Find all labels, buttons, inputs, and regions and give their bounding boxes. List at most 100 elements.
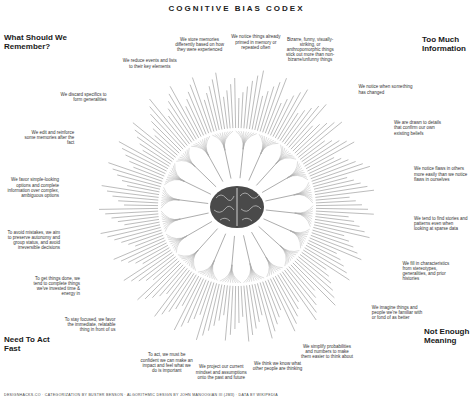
branch-line <box>266 210 295 213</box>
category-heading: Not Enough Meaning <box>424 328 470 346</box>
twig-line <box>178 250 198 256</box>
branch-line <box>225 150 231 178</box>
twig-line <box>185 151 195 166</box>
bias-entry-mark <box>252 285 259 322</box>
bias-entry-mark <box>105 211 158 214</box>
bias-entry-mark <box>278 275 299 309</box>
twig-line <box>178 159 195 167</box>
twig-line <box>294 194 313 203</box>
branch-line <box>244 235 251 263</box>
bias-entry-mark <box>219 285 225 321</box>
twig-line <box>280 246 289 263</box>
bias-entry-mark <box>192 78 211 133</box>
bias-entry-mark <box>314 225 370 238</box>
twig-line <box>212 260 215 279</box>
bias-entry-mark <box>99 208 158 209</box>
twig-line <box>266 257 270 276</box>
bias-entry-mark <box>315 190 374 197</box>
twig-line <box>161 200 179 209</box>
twig-line <box>295 206 313 214</box>
branch-line <box>252 232 267 257</box>
twig-line <box>295 211 313 213</box>
bias-entry-mark <box>307 158 334 172</box>
twig-line <box>180 250 199 257</box>
bias-entry-mark <box>153 259 177 280</box>
subcategory-label: We are drawn to details that confirm our… <box>393 120 449 136</box>
category-heading: Too Much Information <box>422 36 470 54</box>
subcategory-label: We imagine things and people we're famil… <box>371 305 427 321</box>
bias-entry-mark <box>263 82 280 132</box>
twig-line <box>243 132 251 149</box>
bias-entry-mark <box>249 285 256 329</box>
subcategory-label: We notice when something has changed <box>357 84 413 94</box>
subcategory-label: We store memories differently based on h… <box>172 37 228 53</box>
branch-line <box>259 226 281 245</box>
bias-entry-mark <box>313 166 370 184</box>
branch-line <box>185 182 211 195</box>
twig-line <box>206 137 209 156</box>
twig-line <box>276 155 293 164</box>
bias-entry-mark <box>112 214 159 218</box>
bias-entry-mark <box>238 286 240 323</box>
bias-entry-mark <box>224 97 228 129</box>
twig-line <box>232 265 241 283</box>
bias-entry-mark <box>285 270 317 312</box>
bias-entry-mark <box>188 92 206 134</box>
subcategory-label: We reduce events and lists to their key … <box>122 58 178 68</box>
subcategory-label: We fill in characteristics from stereoty… <box>401 261 457 282</box>
bias-entry-mark <box>118 201 158 203</box>
bias-entry-mark <box>168 116 189 144</box>
bias-entry-mark <box>241 92 243 128</box>
bias-entry-mark <box>316 204 362 206</box>
twig-line <box>166 234 187 238</box>
bias-entry-mark <box>316 197 350 200</box>
bias-entry-mark <box>315 186 367 194</box>
twig-line <box>276 146 283 164</box>
bias-entry-mark <box>216 73 225 129</box>
twig-line <box>276 158 296 164</box>
bias-entry-mark <box>255 284 262 315</box>
brain-shape <box>210 186 264 228</box>
bias-entry-mark <box>234 286 236 329</box>
subcategory-label: We notice flaws in others more easily th… <box>413 166 469 182</box>
branch-line <box>195 167 216 187</box>
bias-entry-mark <box>133 123 176 158</box>
twig-line <box>266 257 281 269</box>
bias-entry-mark <box>291 126 313 149</box>
twig-line <box>232 265 236 283</box>
bias-entry-mark <box>311 162 356 179</box>
bias-entry-mark <box>316 208 368 210</box>
bias-entry-mark <box>143 248 170 264</box>
subcategory-label: Bizarre, funny, visually-striking, or an… <box>282 37 338 63</box>
subcategory-label: We tend to find stories and patterns eve… <box>413 216 469 232</box>
twig-line <box>243 134 257 150</box>
bias-entry-mark <box>265 281 279 317</box>
subcategory-label: To stay focused, we favor the immediate,… <box>61 317 117 333</box>
credit-caption: DESIGNHACKS.CO · CATEGORIZATION BY BUSTE… <box>4 393 278 397</box>
bias-entry-mark <box>181 279 203 327</box>
bias-entry-mark <box>305 141 347 166</box>
bias-entry-mark <box>297 259 333 291</box>
twig-line <box>220 265 232 281</box>
bias-entry-mark <box>127 186 159 192</box>
twig-line <box>187 150 195 167</box>
bias-entry-mark <box>257 283 272 338</box>
twig-line <box>224 131 233 150</box>
bias-entry-mark <box>316 201 356 203</box>
twig-line <box>290 231 308 235</box>
diagram-title: COGNITIVE BIAS CODEX <box>0 4 473 13</box>
bias-entry-mark <box>124 205 158 207</box>
bias-entry-mark <box>186 106 201 136</box>
bias-entry-mark <box>316 211 374 214</box>
subcategory-label: To act, we must be confident we can make… <box>139 352 195 373</box>
twig-line <box>236 131 244 149</box>
twig-line <box>280 246 298 253</box>
branch-line <box>249 154 261 181</box>
subcategory-label: We notice things already primed in memor… <box>228 34 284 50</box>
twig-line <box>295 213 312 221</box>
branch-line <box>256 164 275 186</box>
bias-entry-mark <box>145 263 181 299</box>
twig-line <box>290 231 304 244</box>
twig-line <box>290 231 301 249</box>
